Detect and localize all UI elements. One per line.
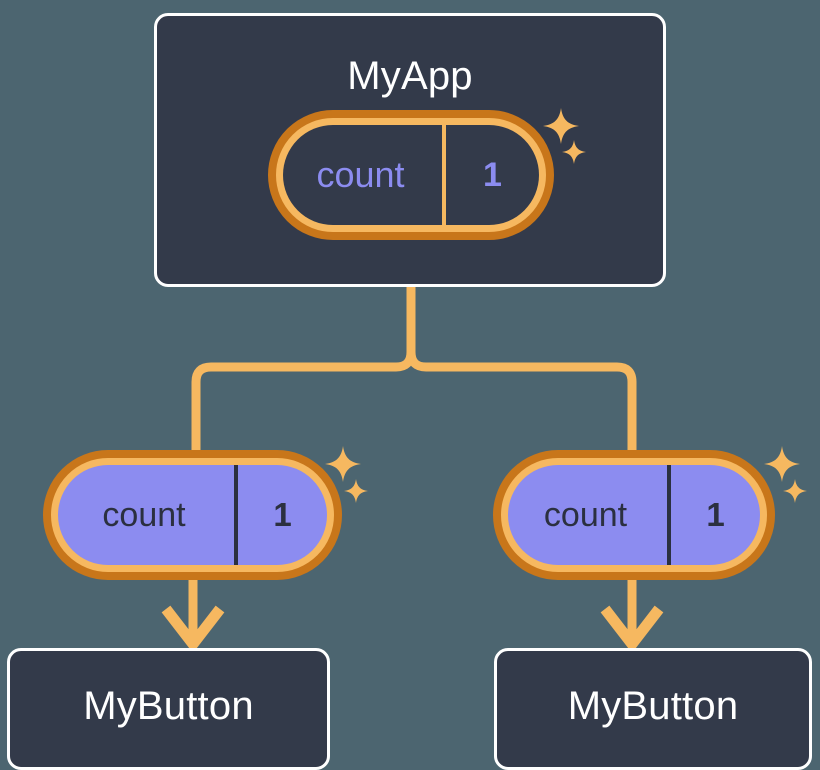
component-title-mybutton-left: MyButton	[83, 684, 254, 728]
component-title-myapp: MyApp	[347, 54, 473, 98]
component-title-mybutton-right: MyButton	[567, 684, 739, 728]
wire-root-to-left-child	[191, 282, 416, 457]
prop-pill-right-inner: count 1	[508, 465, 760, 565]
prop-pill-left[interactable]: count 1	[43, 450, 342, 580]
state-key-label: count	[316, 154, 405, 195]
prop-pill-left-inner: count 1	[58, 465, 327, 565]
four-point-star-icon	[764, 446, 800, 482]
four-point-star-icon	[325, 446, 361, 482]
arrow-head-right	[600, 605, 664, 654]
four-point-star-small-icon	[783, 479, 807, 503]
four-point-star-small-icon	[344, 479, 368, 503]
prop-value-label-left: 1	[234, 465, 327, 565]
wire-root-to-right-child	[406, 282, 637, 457]
state-pill-root-inner: count 1	[283, 125, 539, 225]
prop-key-label-right: count	[543, 495, 628, 534]
component-box-mybutton-left[interactable]: MyButton	[7, 648, 330, 770]
state-pill-root[interactable]: count 1	[268, 110, 554, 240]
component-box-mybutton-right[interactable]: MyButton	[494, 648, 812, 770]
prop-key-label-left: count	[102, 495, 186, 534]
arrow-head-left	[161, 605, 225, 654]
prop-value-label-right: 1	[667, 465, 760, 565]
state-value-label: 1	[442, 125, 539, 225]
prop-pill-right[interactable]: count 1	[493, 450, 775, 580]
